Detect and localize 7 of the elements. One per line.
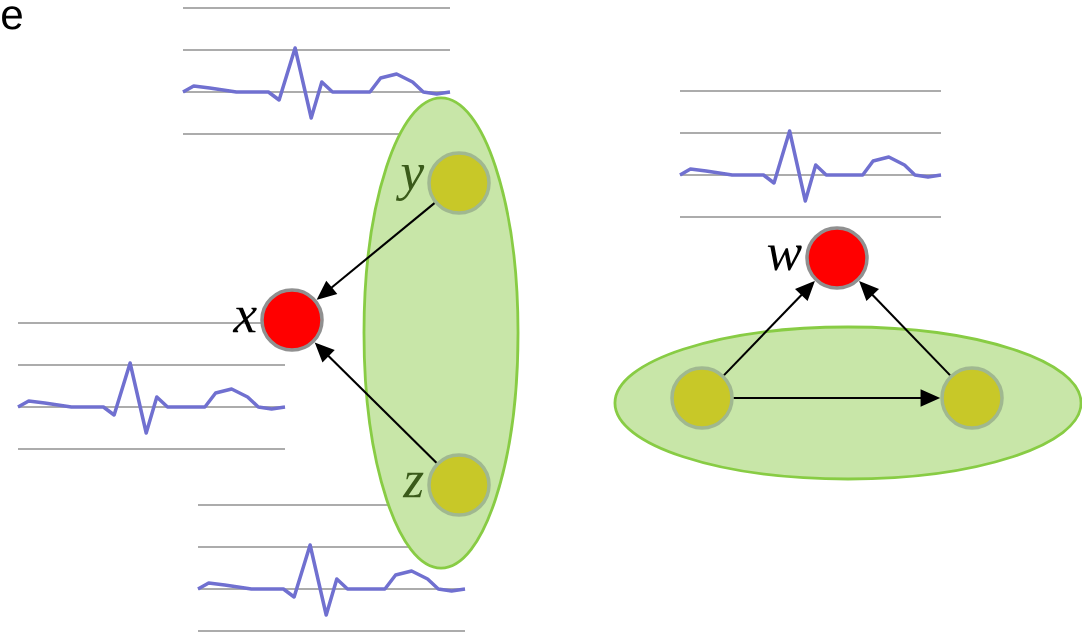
node-label: w	[767, 245, 802, 271]
panel-letter: e	[2, 6, 22, 30]
node-label: y	[395, 164, 425, 202]
variable-circle	[670, 366, 734, 430]
node-label: z	[402, 472, 424, 498]
node-label: x	[232, 307, 257, 333]
variable-circle	[940, 366, 1004, 430]
